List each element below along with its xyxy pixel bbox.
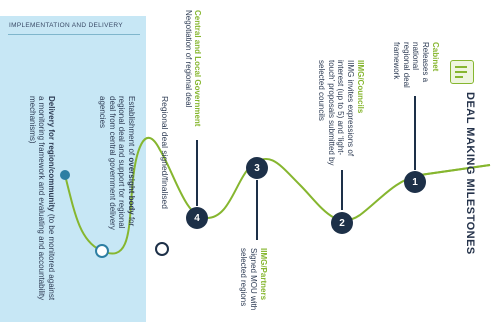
milestone-2-text: IIMG invites expressions of interest (up… — [317, 60, 356, 166]
milestone-2-role: IIMG/Councils — [356, 60, 365, 114]
oversight-text: Establishment of oversight body for regi… — [98, 96, 137, 230]
panel-title: IMPLEMENTATION AND DELIVERY — [9, 22, 123, 29]
milestone-3-text: Signed MOU with selected regions — [239, 248, 259, 311]
milestone-1-badge: 1 — [404, 171, 426, 193]
milestone-1-role: Cabinet — [431, 42, 440, 72]
milestones-heading: DEAL MAKING MILESTONES — [464, 92, 476, 255]
milestone-2-connector — [341, 170, 343, 210]
milestone-2-badge: 2 — [331, 212, 353, 234]
milestone-4-text: Negotiation of regional deal — [184, 10, 193, 108]
document-icon — [450, 60, 474, 84]
oversight-marker — [95, 244, 109, 258]
milestone-4-connector — [196, 140, 198, 206]
panel-divider — [8, 34, 140, 35]
milestone-1-text: Releases a national regional deal framew… — [392, 42, 431, 88]
milestone-1-connector — [414, 96, 416, 170]
delivery-marker — [60, 170, 70, 180]
implementation-panel — [0, 16, 146, 322]
milestone-3-role: IIMG/Partners — [259, 248, 268, 301]
milestone-4-badge: 4 — [186, 207, 208, 229]
milestone-3-connector — [256, 180, 258, 240]
delivery-text: Delivery for region/community (to be mon… — [28, 96, 56, 301]
milestone-3-badge: 3 — [246, 157, 268, 179]
signed-marker — [155, 242, 169, 256]
signed-label: Regional deal signed/finalised — [160, 96, 170, 209]
milestone-4-role: Central and Local Government — [193, 10, 202, 127]
